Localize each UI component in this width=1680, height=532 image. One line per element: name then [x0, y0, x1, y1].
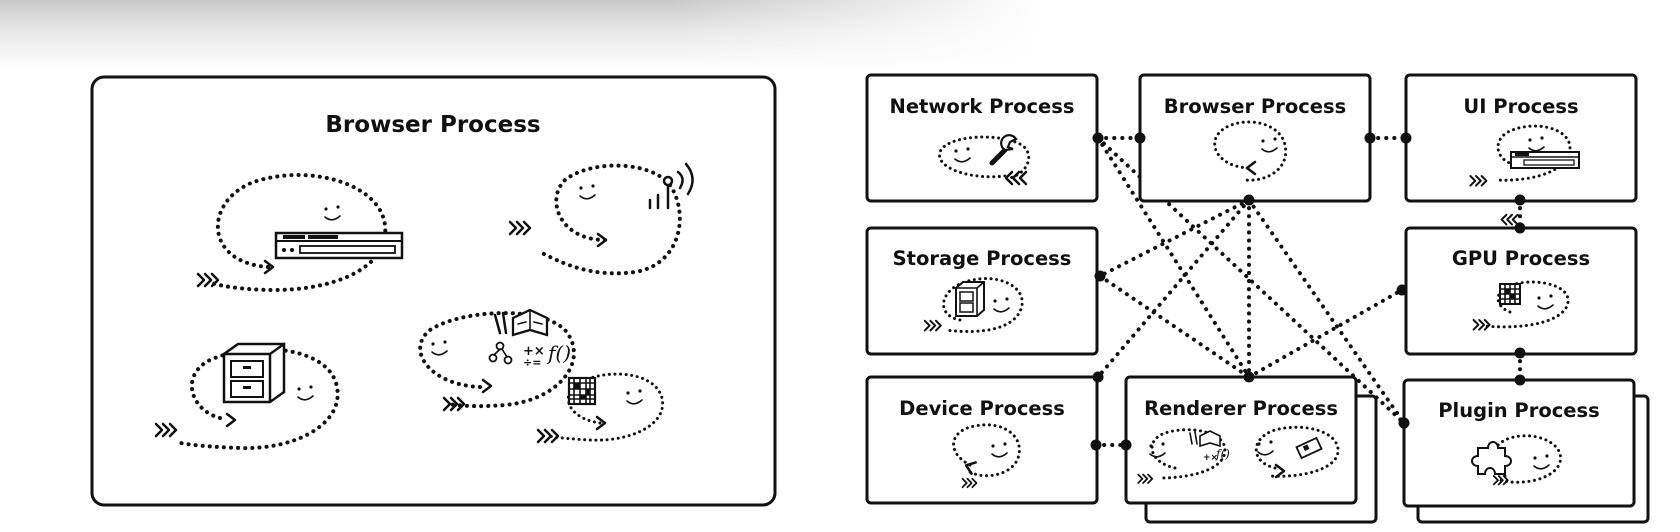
svg-text:+×: +× — [1203, 453, 1218, 463]
pixel-grid-icon — [1499, 283, 1521, 305]
left-panel-frame — [90, 75, 777, 507]
network-process-label: Network Process — [890, 95, 1075, 118]
connection-endpoints — [1090, 132, 1526, 451]
thread-start-chevrons — [1500, 213, 1519, 226]
pixel-grid-icon — [1295, 436, 1323, 460]
gpu-process-box: GPU Process — [1404, 226, 1638, 356]
pixel-grid-icon — [567, 376, 597, 406]
device-process-box: Device Process — [865, 375, 1099, 505]
browser-window-icon — [1510, 151, 1580, 169]
file-cabinet-icon — [955, 281, 985, 317]
svg-text:÷=: ÷= — [523, 356, 541, 369]
device-process-label: Device Process — [899, 397, 1065, 420]
plugin-process-box: Plugin Process — [1402, 378, 1636, 508]
svg-text:f(): f() — [546, 341, 571, 365]
top-gradient-fade — [0, 0, 1680, 70]
ui-process-label: UI Process — [1463, 95, 1578, 118]
renderer-thread: +× ÷= f() — [418, 308, 576, 412]
browser-window-icon — [274, 231, 404, 260]
renderer-process-box: Renderer Process +× f() — [1124, 375, 1358, 505]
right-process-diagram: Network Process Browser Process — [865, 73, 1650, 524]
file-cabinet-icon — [222, 342, 286, 404]
renderer-process-label: Renderer Process — [1144, 397, 1338, 420]
storage-process-label: Storage Process — [893, 247, 1072, 270]
left-browser-process-panel: Browser Process — [90, 75, 777, 507]
browser-process-label: Browser Process — [1164, 95, 1346, 118]
svg-text:+×: +× — [523, 344, 545, 359]
rendering-tools-icon: +× f() — [1189, 430, 1230, 463]
ui-process-box: UI Process — [1404, 73, 1638, 203]
process-connections — [1094, 136, 1522, 447]
io-thread — [508, 162, 694, 276]
gpu-process-label: GPU Process — [1452, 247, 1590, 270]
storage-process-box: Storage Process — [865, 226, 1099, 356]
svg-text:f(): f() — [1215, 447, 1230, 461]
puzzle-piece-icon — [1471, 441, 1512, 475]
raster-thread — [536, 372, 665, 444]
network-process-box: Network Process — [865, 73, 1099, 203]
wrench-icon — [989, 134, 1018, 166]
ui-thread — [196, 173, 404, 293]
left-panel-title: Browser Process — [325, 112, 540, 138]
antenna-icon — [648, 162, 694, 210]
rendering-tools-icon: +× ÷= f() — [488, 308, 571, 369]
storage-thread — [154, 342, 340, 451]
browser-process-box: Browser Process — [1138, 73, 1519, 226]
plugin-process-label: Plugin Process — [1438, 399, 1599, 422]
